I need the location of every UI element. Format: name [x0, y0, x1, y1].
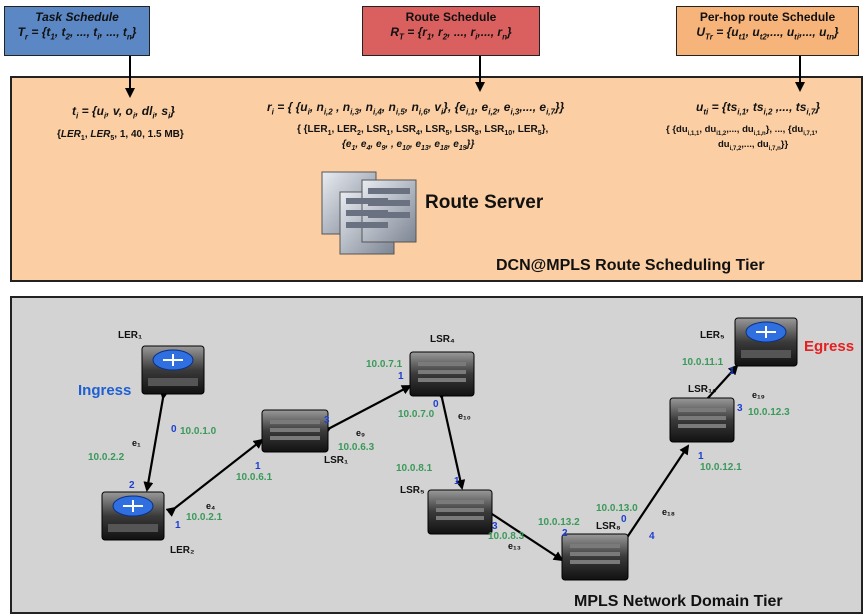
link-e4: [165, 438, 264, 517]
link-e9: [320, 385, 412, 437]
top-tier-title: DCN@MPLS Route Scheduling Tier: [496, 257, 765, 274]
node-label-ler1: LER₁: [118, 330, 143, 341]
link-e10: [435, 389, 466, 490]
port-lsr5-1: 1: [454, 476, 460, 487]
node-label-lsr8: LSR₈: [596, 521, 621, 532]
port-ler5-1: 1: [729, 366, 735, 377]
port-lsr8-0: 0: [621, 514, 627, 525]
lsr1-device: [261, 409, 329, 453]
route-scheduling-tier: [10, 76, 863, 282]
port-lsr4-0: 0: [433, 399, 439, 410]
ip-10-0-1-0: 10.0.1.0: [180, 426, 217, 437]
port-lsr1-1: 1: [255, 461, 261, 472]
ler2-device: [101, 491, 165, 541]
task-schedule-formula: Tr = {t1, t2, ..., ti, ..., tn}: [17, 25, 137, 42]
perhop-example-2: dui,7,2,..., dui,7,n}}: [718, 139, 789, 152]
task-schedule-title: Task Schedule: [35, 10, 119, 24]
ip-10-0-8-1: 10.0.8.1: [396, 463, 433, 474]
perhop-definition: uti = {tsi,1, tsi,2 ,..., tsi,7}: [696, 100, 820, 117]
route-definition: ri = { {ui, ni,2 , ni,3, ni,4, ni,5, ni,…: [267, 100, 565, 117]
lsr10-device: [669, 397, 735, 443]
node-label-ler5: LER₅: [700, 330, 725, 341]
port-lsr8-4: 4: [649, 531, 655, 542]
ip-10-0-6-1: 10.0.6.1: [236, 472, 273, 483]
bottom-tier-title: MPLS Network Domain Tier: [574, 593, 783, 610]
ip-10-0-12-1: 10.0.12.1: [700, 462, 742, 473]
edge-label-e13: e₁₃: [508, 541, 521, 551]
node-label-lsr4: LSR₄: [430, 334, 455, 345]
port-lsr4-1: 1: [398, 371, 404, 382]
ler5-device: [734, 317, 798, 367]
port-ler2-1: 1: [175, 520, 181, 531]
node-label-lsr1: LSR₁: [324, 455, 349, 466]
lsr4-device: [409, 351, 475, 397]
route-example-nodes: { {LER1, LER2, LSR1, LSR4, LSR5, LSR8, L…: [297, 124, 549, 137]
link-e13: [482, 505, 564, 562]
ip-10-0-11-1: 10.0.11.1: [682, 357, 724, 368]
link-e1: [143, 389, 170, 492]
route-schedule-title: Route Schedule: [405, 10, 497, 24]
edge-label-e9: e₉: [356, 428, 366, 438]
perhop-schedule-title: Per-hop route Schedule: [699, 10, 836, 24]
node-label-lsr5: LSR₅: [400, 485, 425, 496]
lsr8-device: [561, 533, 629, 581]
ingress-label: Ingress: [78, 382, 132, 399]
route-server-label: Route Server: [425, 192, 544, 213]
ip-10-0-8-3: 10.0.8.3: [488, 531, 525, 542]
link-e18: [613, 444, 690, 555]
lsr5-device: [427, 489, 493, 535]
route-server-icon: [321, 171, 417, 255]
route-schedule-header: Route Schedule RT = {r1, r2, ..., ri,...…: [362, 6, 540, 56]
ip-10-0-13-2: 10.0.13.2: [538, 517, 580, 528]
port-ler2-2: 2: [129, 480, 135, 491]
ip-10-0-7-0: 10.0.7.0: [398, 409, 435, 420]
ip-10-0-2-2: 10.0.2.2: [88, 452, 125, 463]
task-example: {LER1, LER5, 1, 40, 1.5 MB}: [57, 129, 184, 142]
node-label-ler2: LER₂: [170, 545, 195, 556]
port-lsr10-1: 1: [698, 451, 704, 462]
port-lsr5-3: 3: [492, 521, 498, 532]
ip-10-0-13-0: 10.0.13.0: [596, 503, 638, 514]
port-lsr1-3: 3: [324, 415, 330, 426]
ip-10-0-6-3: 10.0.6.3: [338, 442, 375, 453]
edge-label-e18: e₁₈: [662, 507, 675, 517]
edge-label-e1: e₁: [132, 438, 141, 448]
port-ler1-0: 0: [171, 424, 177, 435]
edge-label-e10: e₁₀: [458, 411, 471, 421]
perhop-example-1: { {dui,1,1, dui1,2,..., dui,1,n}, ..., {…: [666, 124, 818, 137]
egress-label: Egress: [804, 338, 855, 355]
route-example-edges: {e1, e4, e9, , e10, e13, e18, e19}}: [342, 139, 475, 152]
ip-10-0-12-3: 10.0.12.3: [748, 407, 790, 418]
edge-label-e4: e₄: [206, 501, 216, 511]
ler1-device: [141, 345, 205, 395]
perhop-schedule-formula: UTr = {ut1, ut2,..., uti,..., utn}: [696, 25, 839, 42]
node-label-lsr10: LSR₁₀: [688, 384, 717, 395]
perhop-schedule-header: Per-hop route Schedule UTr = {ut1, ut2,.…: [676, 6, 859, 56]
route-schedule-formula: RT = {r1, r2, ..., ri,..., rn}: [390, 25, 512, 42]
port-lsr10-3: 3: [737, 403, 743, 414]
task-definition: ti = {ui, v, oi, dli, si}: [72, 104, 175, 121]
port-lsr8-2: 2: [562, 528, 568, 539]
link-e19: [698, 364, 739, 408]
task-schedule-header: Task Schedule Tr = {t1, t2, ..., ti, ...…: [4, 6, 150, 56]
ip-10-0-2-1: 10.0.2.1: [186, 512, 223, 523]
ip-10-0-7-1: 10.0.7.1: [366, 359, 403, 370]
edge-label-e19: e₁₉: [752, 390, 765, 400]
